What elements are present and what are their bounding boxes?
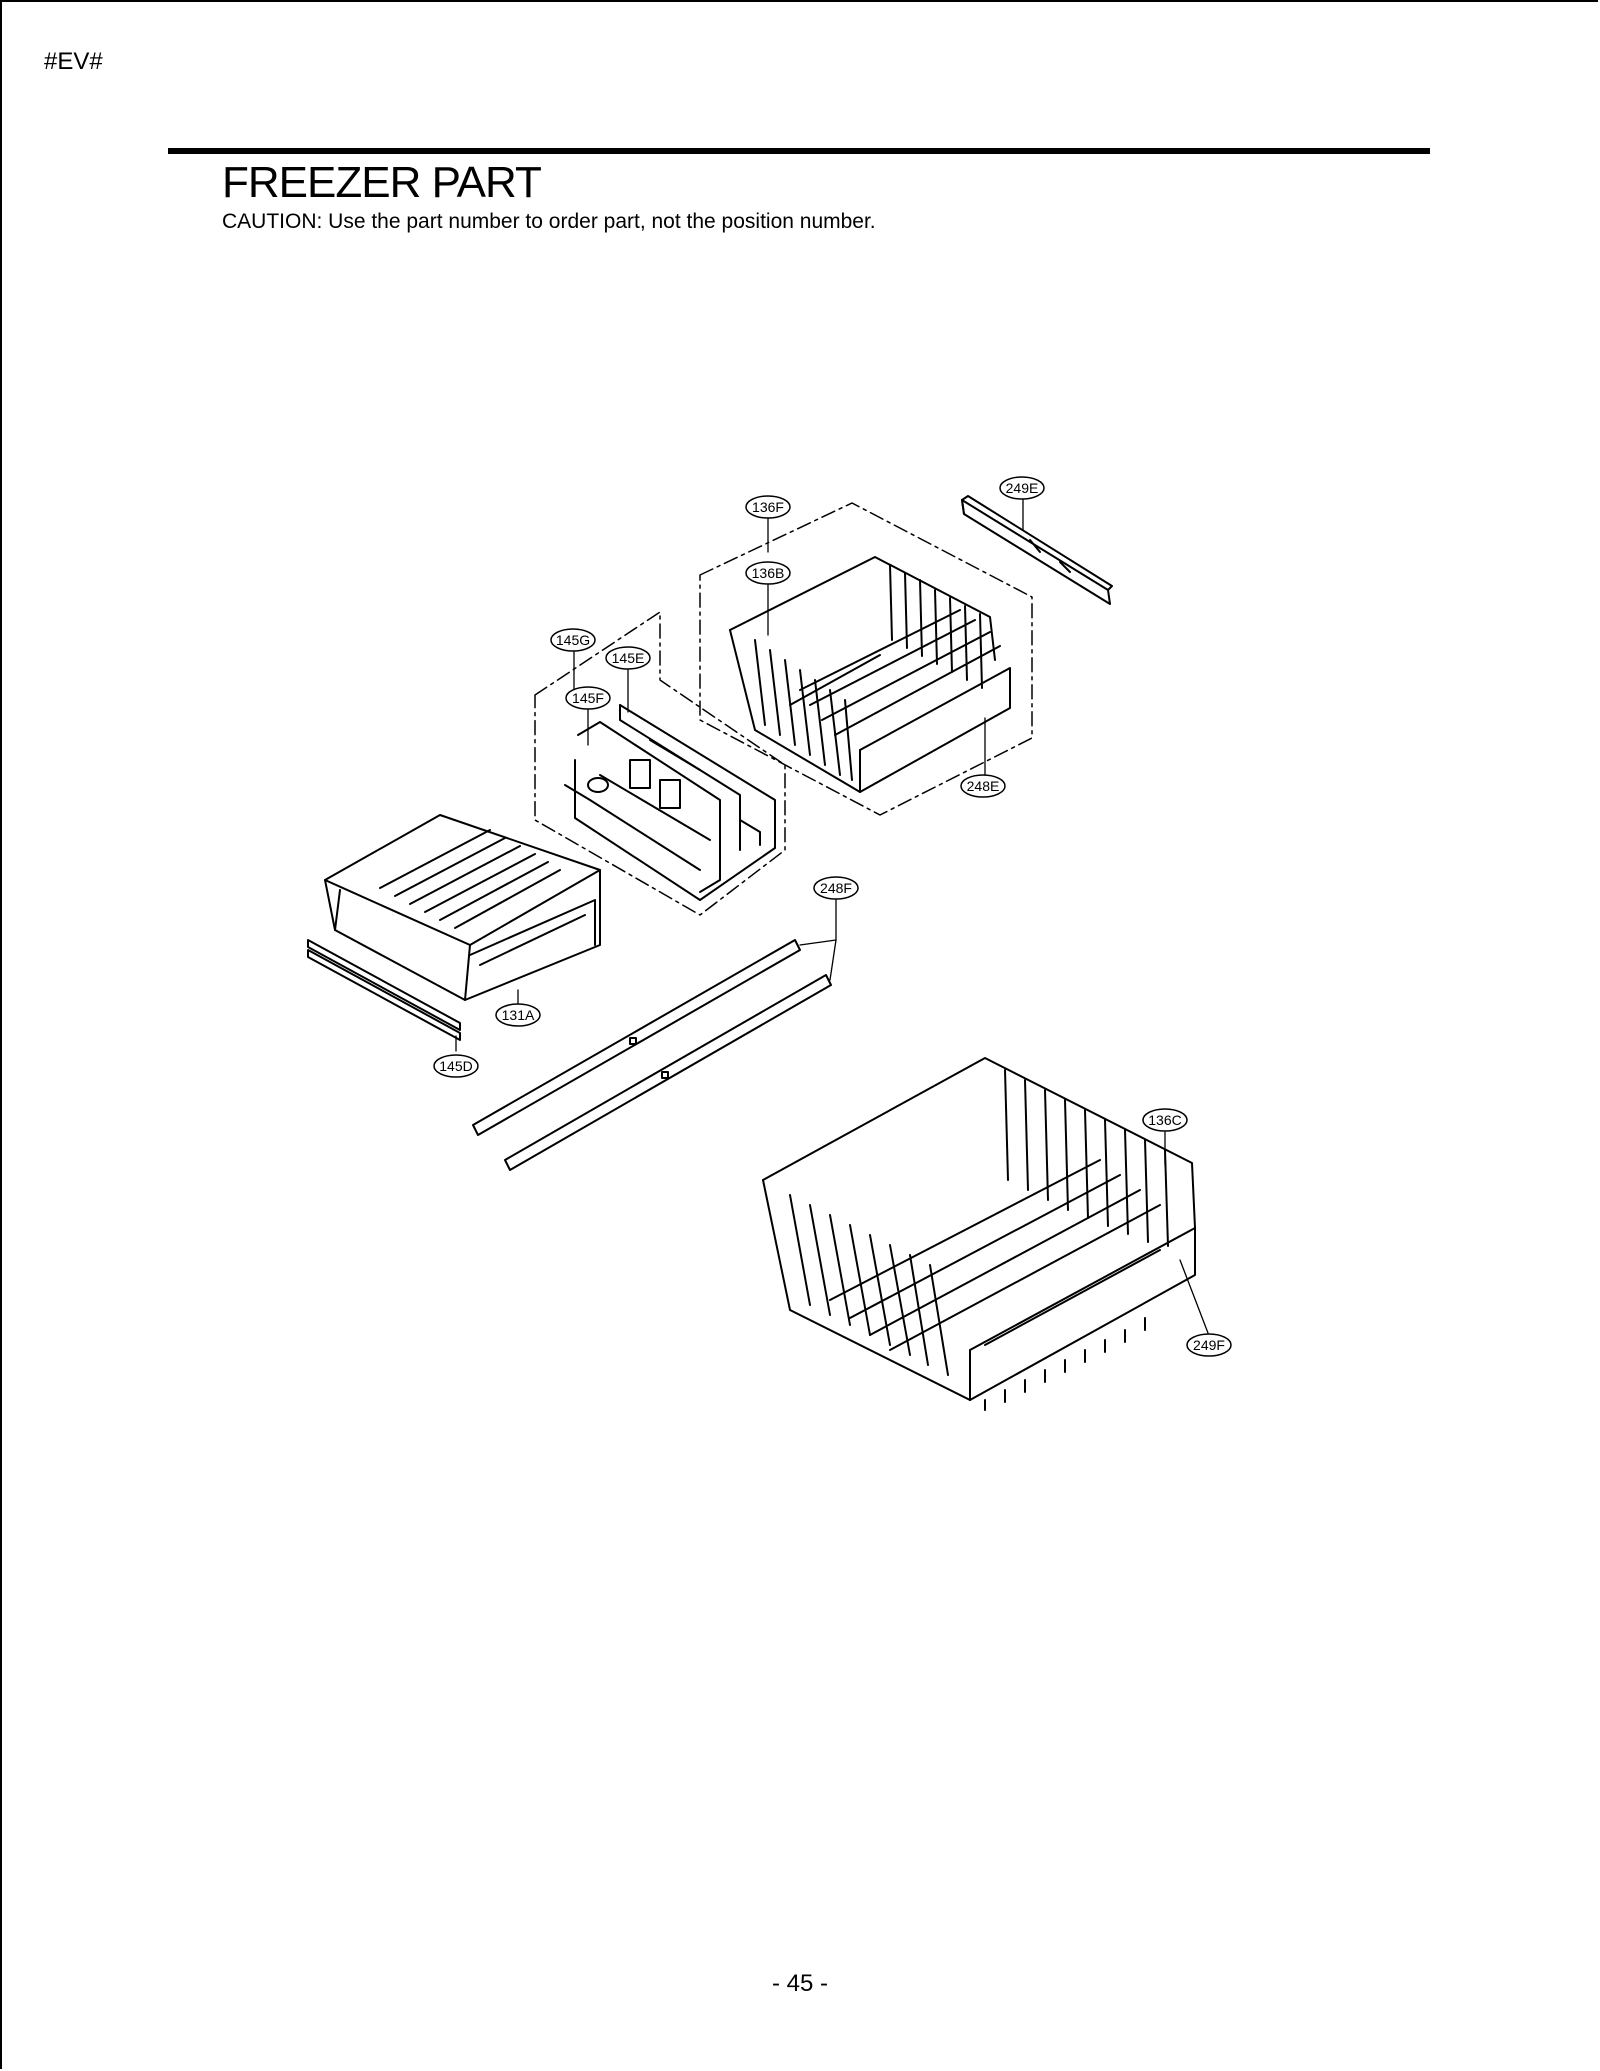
rail-145d-drawing (307, 939, 461, 1041)
rail-249e-drawing (961, 495, 1113, 605)
callout-145d-label: 145D (439, 1058, 472, 1074)
callout-131a-label: 131A (502, 1007, 535, 1023)
callout-249f-label: 249F (1193, 1337, 1225, 1353)
header-rule (168, 148, 1430, 154)
upper-basket-drawing (729, 556, 1011, 793)
callout-136b: 136B (745, 561, 791, 585)
callout-145f-label: 145F (572, 690, 604, 706)
callout-131a: 131A (495, 1003, 541, 1027)
callout-136c: 136C (1142, 1108, 1188, 1132)
callout-145e: 145E (605, 646, 651, 670)
callout-248e: 248E (960, 774, 1006, 798)
callout-136c-label: 136C (1148, 1112, 1181, 1128)
callout-248f-label: 248F (820, 880, 852, 896)
page-number: - 45 - (771, 1970, 828, 1997)
assembly-outline-bracket (534, 611, 786, 916)
page-title: FREEZER PART (222, 158, 542, 207)
assembly-outline-upper-basket (699, 502, 1033, 816)
callout-249e-label: 249E (1006, 480, 1039, 496)
callout-145d: 145D (433, 1054, 479, 1078)
rails-248f-drawing (472, 939, 832, 1171)
bracket-assembly-drawing (564, 704, 776, 901)
caution-note: CAUTION: Use the part number to order pa… (222, 210, 876, 233)
callout-136b-label: 136B (752, 565, 785, 581)
callout-248e-label: 248E (967, 778, 1000, 794)
lower-basket-drawing (762, 1057, 1196, 1411)
tray-drawer-drawing (324, 814, 601, 1001)
callout-249f: 249F (1186, 1333, 1232, 1357)
callout-145f: 145F (565, 686, 611, 710)
callout-145g: 145G (550, 628, 596, 652)
callout-136f-label: 136F (752, 499, 784, 515)
callout-145g-label: 145G (556, 632, 590, 648)
leader-lines (455, 497, 1209, 1334)
document-code: #EV# (44, 48, 103, 75)
callout-248f: 248F (813, 876, 859, 900)
callout-249e: 249E (999, 476, 1045, 500)
callout-136f: 136F (745, 495, 791, 519)
callout-145e-label: 145E (612, 650, 645, 666)
